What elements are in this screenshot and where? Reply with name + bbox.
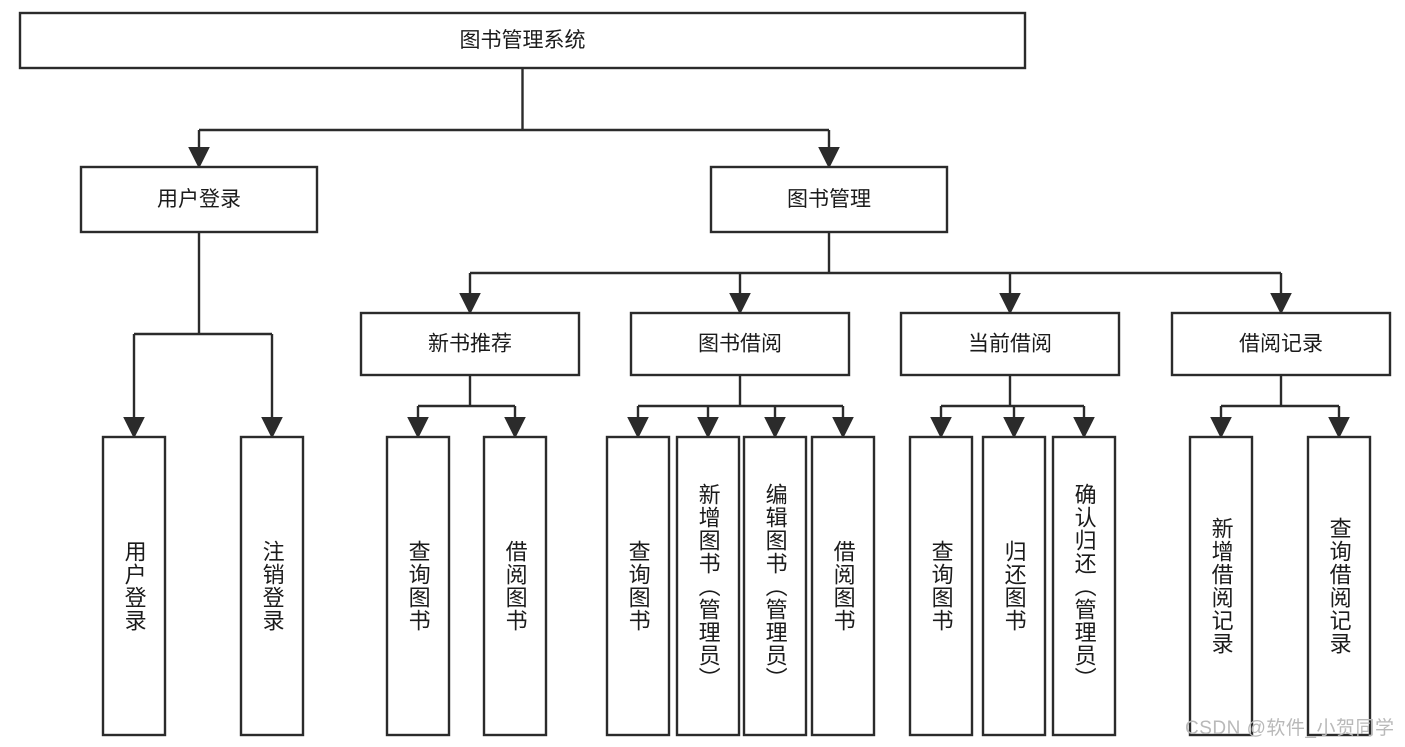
node-book-manage-box[interactable] — [709, 165, 949, 234]
node-leaf-return-book-box[interactable] — [981, 435, 1047, 737]
node-leaf-query-book-3-box[interactable] — [908, 435, 974, 737]
node-leaf-borrow-book-2-box[interactable] — [810, 435, 876, 737]
node-leaf-confirm-return-box[interactable] — [1051, 435, 1117, 737]
node-new-book-rec-label: 新书推荐 — [428, 333, 512, 356]
node-new-book-rec-box[interactable] — [359, 311, 581, 377]
node-leaf-edit-book-box[interactable] — [742, 435, 808, 737]
node-borrow-record-label: 借阅记录 — [1239, 333, 1323, 356]
node-leaf-logout-box[interactable] — [239, 435, 305, 737]
node-borrow-record-box[interactable] — [1170, 311, 1392, 377]
watermark-text: CSDN @软件_小贺同学 — [1185, 718, 1395, 739]
node-leaf-add-book-box[interactable] — [675, 435, 741, 737]
node-leaf-query-record-box[interactable] — [1306, 435, 1372, 737]
node-user-login-label: 用户登录 — [157, 188, 241, 211]
node-book-borrow-label: 图书借阅 — [698, 333, 782, 356]
node-leaf-borrow-book-1-box[interactable] — [482, 435, 548, 737]
node-book-manage-label: 图书管理 — [787, 188, 871, 211]
node-root-box[interactable] — [18, 11, 1027, 70]
node-user-login-box[interactable] — [79, 165, 319, 234]
node-book-borrow-box[interactable] — [629, 311, 851, 377]
node-leaf-user-login-box[interactable] — [101, 435, 167, 737]
node-leaf-add-record-box[interactable] — [1188, 435, 1254, 737]
connectors-layer — [123, 68, 1350, 439]
node-current-borrow-label: 当前借阅 — [968, 333, 1052, 356]
node-current-borrow-box[interactable] — [899, 311, 1121, 377]
node-leaf-query-book-2-box[interactable] — [605, 435, 671, 737]
node-leaf-query-book-1-box[interactable] — [385, 435, 451, 737]
node-root-label: 图书管理系统 — [460, 29, 586, 52]
